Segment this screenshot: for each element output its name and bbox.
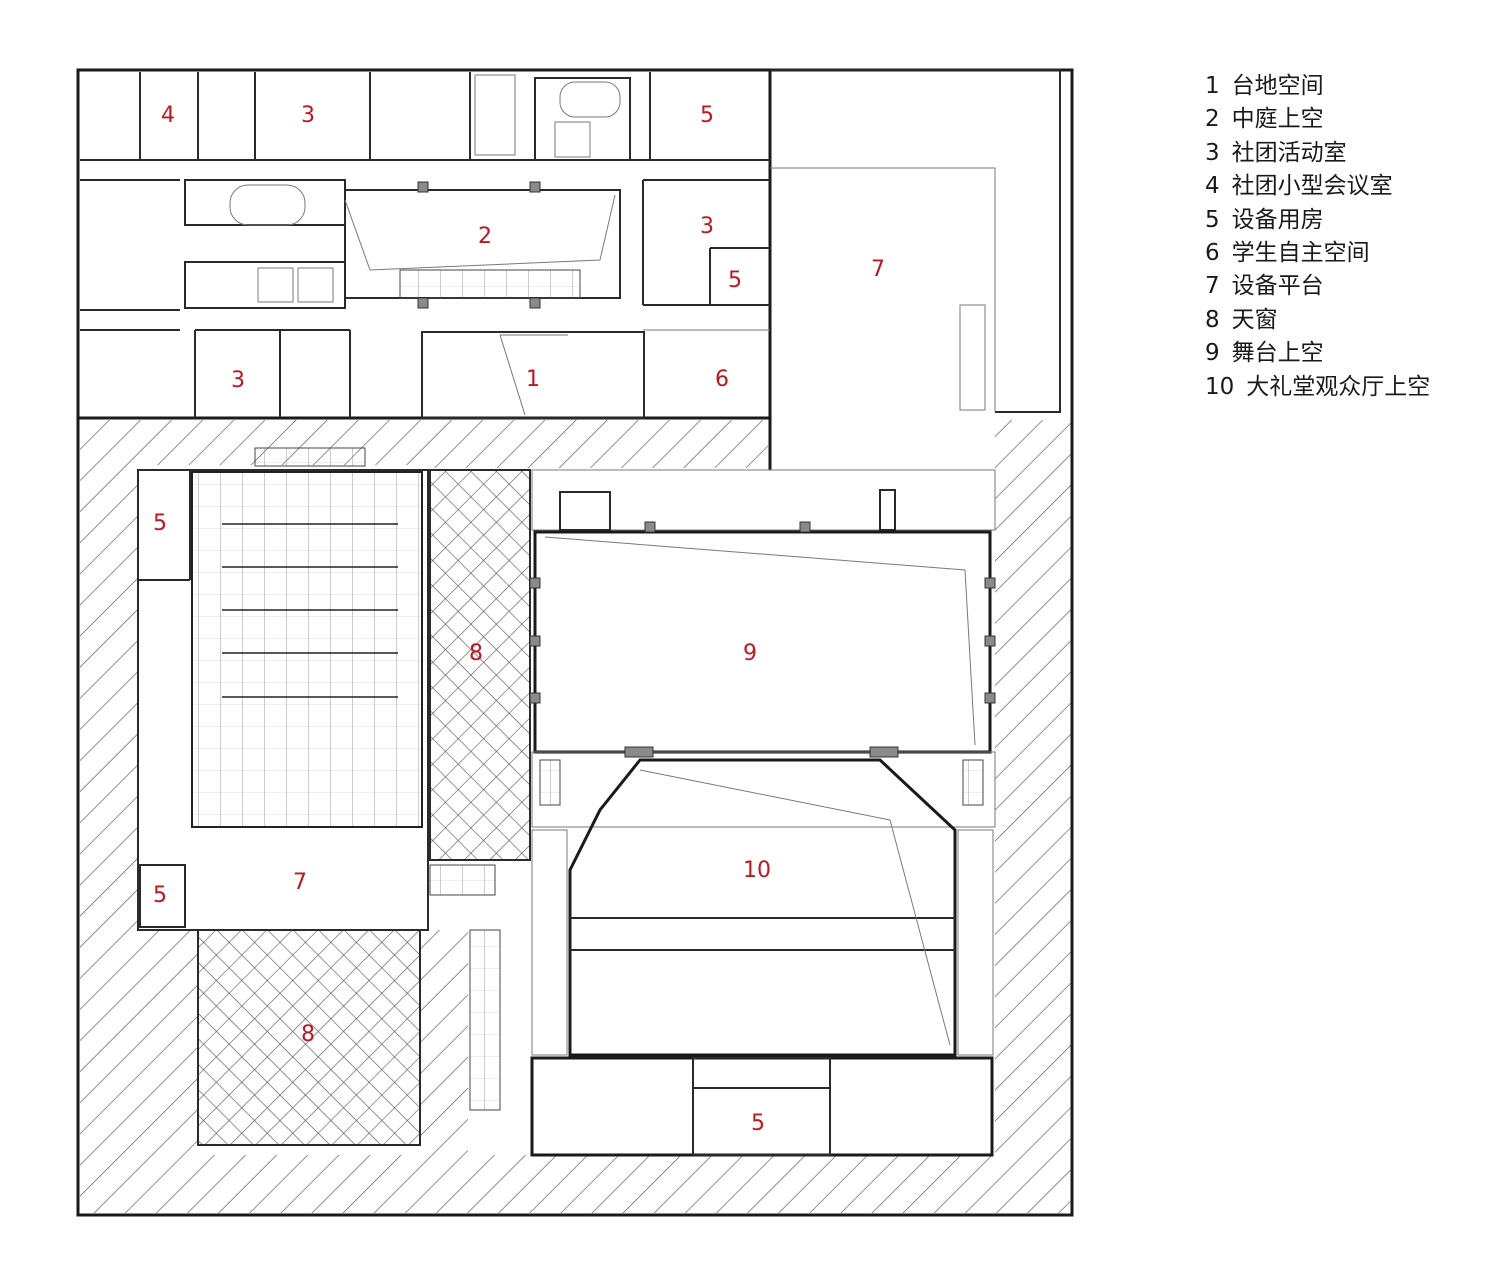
legend-number: 7 [1205, 273, 1220, 300]
room-label-3-bottom: 3 [231, 368, 245, 393]
equipment-platform-top [770, 69, 1061, 471]
legend-item-9: 9 舞台上空 [1205, 337, 1430, 370]
room-label-7-center: 7 [293, 870, 307, 895]
legend-label: 设备平台 [1231, 273, 1324, 300]
legend-number: 1 [1205, 73, 1220, 99]
legend-number: 4 [1205, 173, 1220, 200]
legend-item-2: 2 中庭上空 [1205, 103, 1430, 136]
room-label-1: 1 [526, 367, 540, 392]
legend-number: 3 [1205, 139, 1220, 166]
legend-item-8: 8 天窗 [1205, 304, 1430, 337]
legend-label: 大礼堂观众厅上空 [1246, 373, 1431, 400]
legend-number: 5 [1205, 206, 1220, 233]
legend-item-5: 5 设备用房 [1205, 204, 1430, 237]
legend-item-7: 7 设备平台 [1205, 270, 1430, 303]
legend-number: 10 [1205, 373, 1235, 400]
hatched-roof-zones [80, 420, 1072, 1213]
room-label-8-bottom: 8 [301, 1022, 315, 1047]
bottom-equipment-block [530, 1056, 994, 1157]
skylight-bottom [197, 929, 421, 1146]
room-label-6: 6 [715, 367, 729, 392]
stage-block [531, 469, 996, 828]
legend-item-3: 3 社团活动室 [1205, 137, 1430, 170]
room-label-10: 10 [743, 858, 771, 883]
legend-item-10: 10 大礼堂观众厅上空 [1205, 371, 1430, 404]
room-label-5-right: 5 [728, 268, 742, 293]
legend-label: 天窗 [1231, 306, 1278, 333]
lecture-block [137, 447, 496, 931]
legend-label: 设备用房 [1231, 206, 1324, 233]
legend-label: 中庭上空 [1231, 106, 1324, 133]
legend-label: 学生自主空间 [1231, 240, 1370, 267]
room-label-3-right: 3 [700, 214, 714, 239]
room-label-4: 4 [161, 103, 175, 128]
legend-item-1: 1 台地空间 [1205, 70, 1430, 103]
room-label-2: 2 [478, 224, 492, 249]
building-outline [76, 68, 1074, 1217]
legend-label: 社团小型会议室 [1231, 173, 1393, 200]
legend-number: 6 [1205, 240, 1220, 267]
legend-number: 8 [1205, 306, 1220, 333]
legend-label: 社团活动室 [1231, 139, 1347, 166]
structural-columns [417, 181, 996, 758]
room-label-5-small: 5 [153, 883, 167, 908]
north-block [80, 72, 770, 419]
legend: 1 台地空间 2 中庭上空 3 社团活动室 4 社团小型会议室 5 设备用房 6 学生自主空… [1205, 70, 1430, 404]
room-label-7-top: 7 [871, 257, 885, 282]
room-label-9: 9 [743, 641, 757, 666]
room-labels: 4 3 5 2 3 5 7 3 1 6 5 8 9 5 7 10 8 5 [153, 103, 885, 1136]
auditorium [469, 758, 994, 1111]
room-label-5-top-right: 5 [700, 103, 714, 128]
legend-number: 2 [1205, 106, 1220, 133]
legend-label: 台地空间 [1231, 73, 1324, 99]
room-label-5-bottom: 5 [751, 1111, 765, 1136]
legend-label: 舞台上空 [1231, 340, 1324, 367]
legend-item-6: 6 学生自主空间 [1205, 237, 1430, 270]
room-label-5-left: 5 [153, 511, 167, 536]
room-label-8-mid: 8 [469, 641, 483, 666]
legend-number: 9 [1205, 340, 1220, 367]
skylight-mid [429, 469, 531, 861]
room-label-3-top: 3 [301, 103, 315, 128]
atrium-void [344, 189, 621, 299]
legend-item-4: 4 社团小型会议室 [1205, 170, 1430, 203]
